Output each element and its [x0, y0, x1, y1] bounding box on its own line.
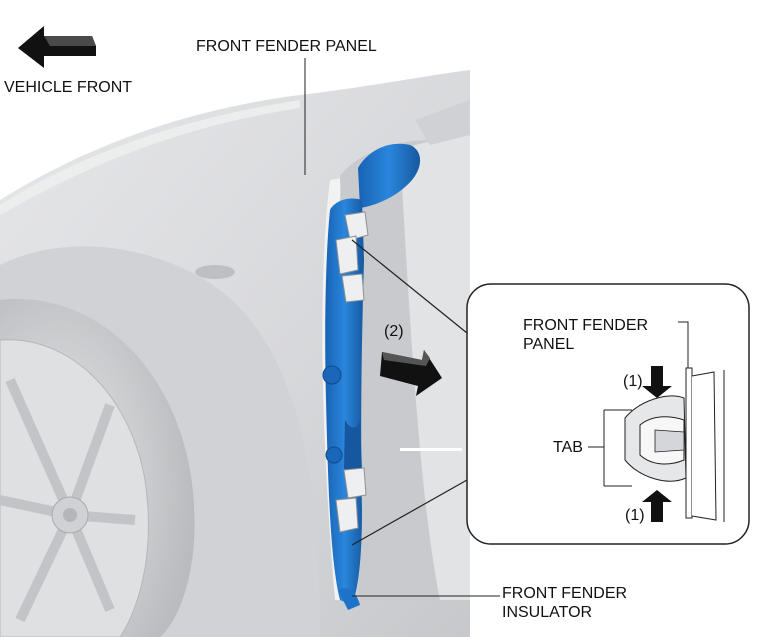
- vehicle-front-label: VEHICLE FRONT: [4, 79, 133, 96]
- insulator-label-line1: FRONT FENDER: [502, 585, 628, 602]
- push-arrow-icon: [642, 366, 672, 522]
- front-fender-panel-label: FRONT FENDER PANEL: [196, 38, 377, 55]
- detail-panel-label-line1: FRONT FENDER: [523, 317, 649, 334]
- step-1-top-label: (1): [623, 373, 643, 390]
- vehicle-front-arrow-icon: [18, 26, 96, 68]
- label-leaders: [304, 58, 500, 597]
- callout-lines: [351, 239, 468, 546]
- pull-arrow-icon: [380, 350, 442, 396]
- insulator-clips: [335, 211, 369, 533]
- step-1-bottom-label: (1): [625, 507, 645, 524]
- tab-label: TAB: [553, 439, 583, 456]
- wheel: [0, 299, 195, 637]
- step-2-label: (2): [384, 323, 404, 340]
- detail-panel-label-line2: PANEL: [523, 336, 575, 353]
- detail-box: [466, 283, 750, 545]
- insulator-label-line2: INSULATOR: [502, 604, 593, 621]
